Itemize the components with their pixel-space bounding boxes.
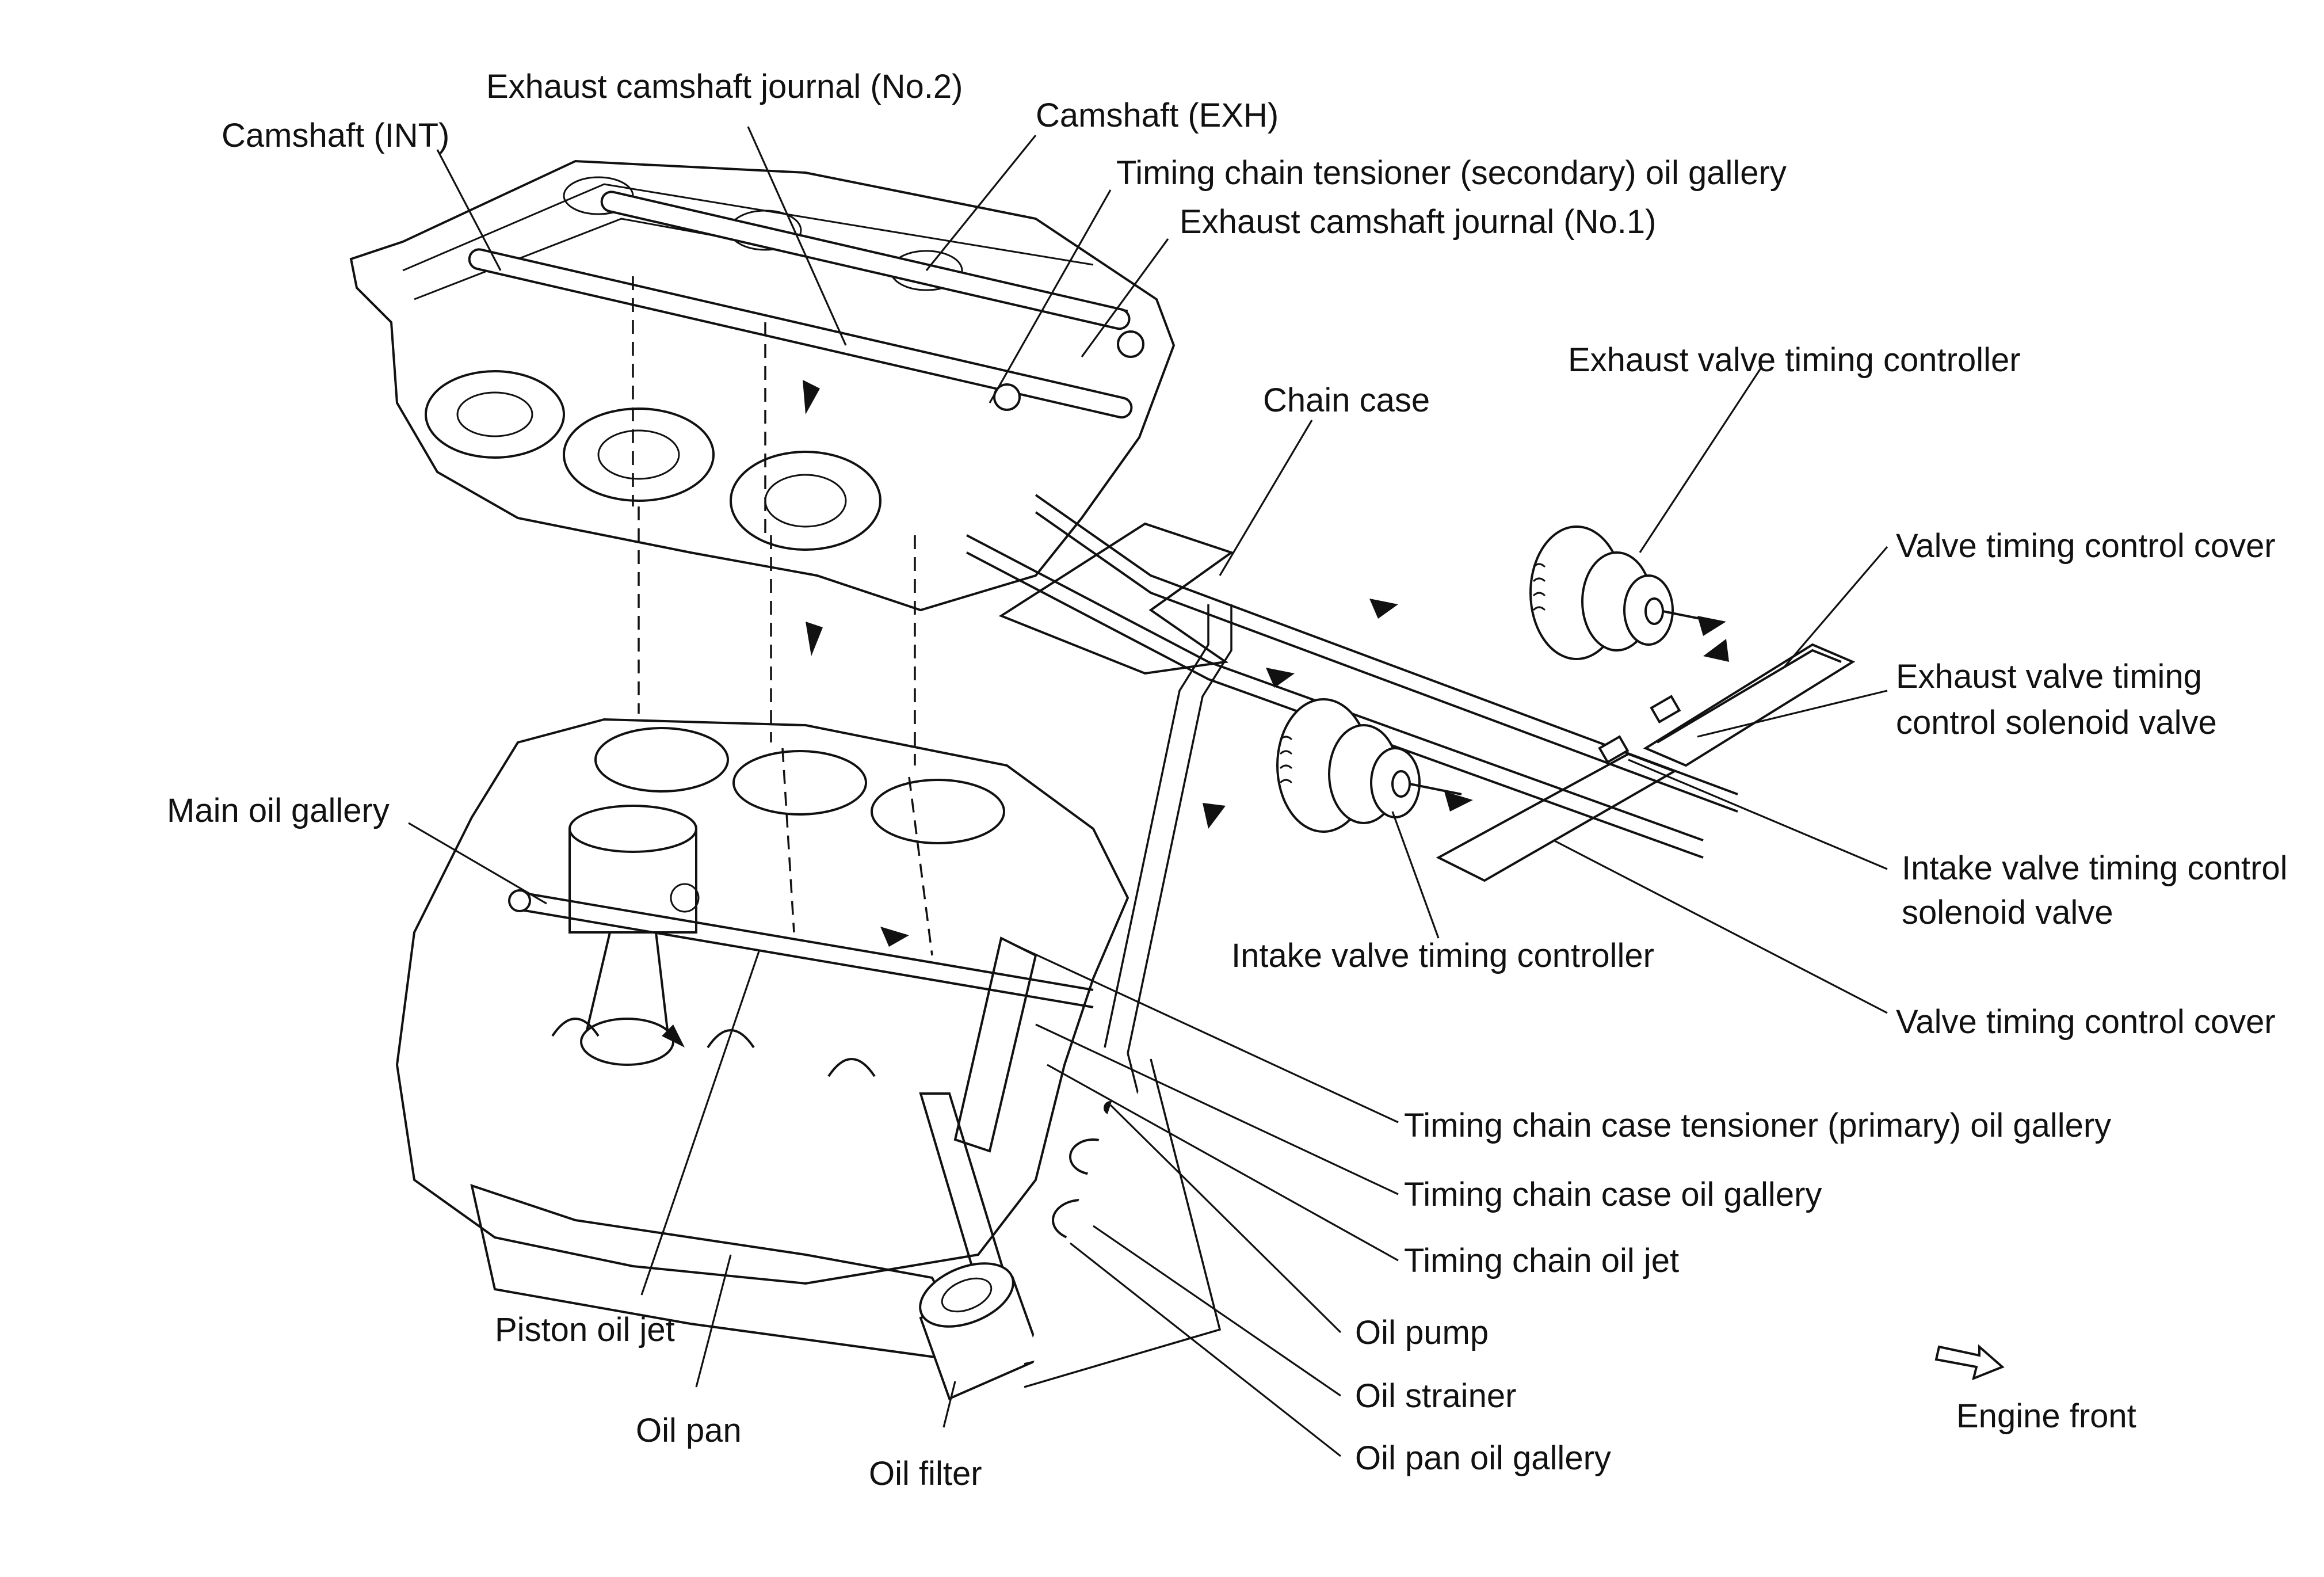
supply-pipes xyxy=(1024,604,1232,1388)
valve-timing-control-cover-top xyxy=(1643,643,1856,767)
label-oil-filter: Oil filter xyxy=(869,1455,982,1492)
leader-lines xyxy=(408,126,1888,1457)
label-timing-chain-case-tensioner-primary-oil-gallery: Timing chain case tensioner (primary) oi… xyxy=(1404,1107,2111,1144)
label-oil-strainer: Oil strainer xyxy=(1355,1377,1516,1415)
chain-case-plate xyxy=(966,494,1738,859)
label-engine-front: Engine front xyxy=(1956,1397,2136,1435)
label-exhaust-camshaft-journal-no1: Exhaust camshaft journal (No.1) xyxy=(1180,203,1656,241)
cylinder-block xyxy=(395,718,1129,1360)
label-oil-pan-oil-gallery: Oil pan oil gallery xyxy=(1355,1439,1611,1477)
label-exhaust-solenoid-line1: Exhaust valve timing xyxy=(1896,658,2202,695)
label-intake-solenoid-line1: Intake valve timing control xyxy=(1902,850,2288,887)
engine-front-arrow-icon xyxy=(1934,1344,2005,1381)
label-timing-chain-case-oil-gallery: Timing chain case oil gallery xyxy=(1404,1176,1822,1213)
cylinder-head xyxy=(349,159,1176,612)
label-oil-pump: Oil pump xyxy=(1355,1314,1489,1351)
labels: Exhaust camshaft journal (No.2) Camshaft… xyxy=(167,68,2288,1492)
intake-valve-timing-controller xyxy=(1276,698,1462,833)
label-chain-case: Chain case xyxy=(1263,382,1430,419)
label-valve-timing-control-cover-bottom: Valve timing control cover xyxy=(1896,1003,2276,1041)
label-main-oil-gallery: Main oil gallery xyxy=(167,792,390,829)
label-intake-valve-timing-controller: Intake valve timing controller xyxy=(1231,937,1654,974)
label-exhaust-solenoid-line2: control solenoid valve xyxy=(1896,704,2217,741)
label-timing-chain-tensioner-secondary-oil-gallery: Timing chain tensioner (secondary) oil g… xyxy=(1116,154,1787,192)
flow-arrows xyxy=(662,380,1729,1047)
label-timing-chain-oil-jet: Timing chain oil jet xyxy=(1404,1242,1679,1279)
solenoid-valves xyxy=(1598,695,1681,764)
oil-filter xyxy=(919,1262,1043,1400)
label-exhaust-valve-timing-controller: Exhaust valve timing controller xyxy=(1568,341,2021,379)
label-camshaft-int: Camshaft (INT) xyxy=(222,117,449,154)
valve-timing-control-cover-bottom xyxy=(1436,752,1677,882)
label-valve-timing-control-cover-top: Valve timing control cover xyxy=(1896,527,2276,565)
label-camshaft-exh: Camshaft (EXH) xyxy=(1036,97,1279,134)
oil-passages xyxy=(638,506,933,956)
label-intake-solenoid-line2: solenoid valve xyxy=(1902,894,2113,931)
label-oil-pan: Oil pan xyxy=(636,1412,742,1449)
label-exhaust-camshaft-journal-no2: Exhaust camshaft journal (No.2) xyxy=(486,68,963,105)
exhaust-valve-timing-controller xyxy=(1529,525,1715,660)
label-piston-oil-jet: Piston oil jet xyxy=(495,1311,675,1349)
